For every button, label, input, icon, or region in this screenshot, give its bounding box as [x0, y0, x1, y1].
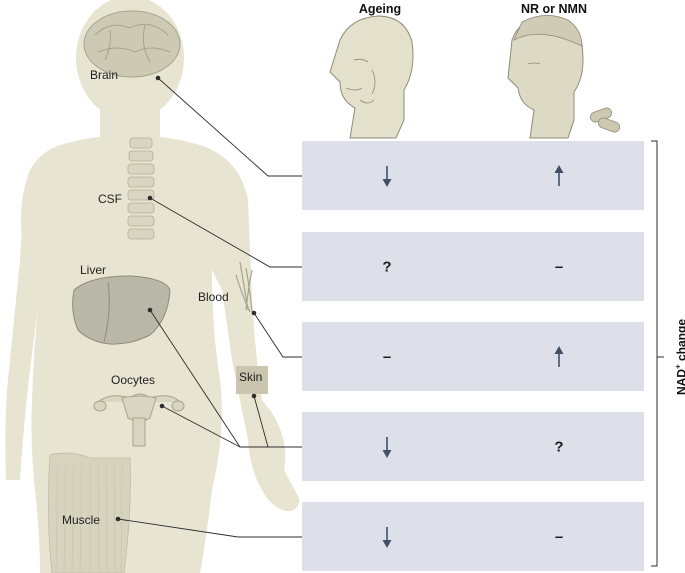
label-brain: Brain	[90, 68, 119, 82]
connector-dots	[115, 75, 257, 522]
label-csf: CSF	[98, 192, 122, 206]
ageing-head-illustration	[329, 15, 414, 139]
pill-icons	[589, 107, 621, 133]
arrow-down-icon	[382, 526, 392, 548]
treatment-head-illustration	[507, 15, 584, 139]
row-muscle: –	[302, 502, 644, 571]
change-text: change	[674, 318, 685, 362]
label-skin: Skin	[239, 370, 263, 384]
header-ageing: Ageing	[358, 2, 402, 16]
arrow-down-icon	[382, 436, 392, 458]
nad-text: NAD	[674, 369, 685, 396]
liver-organ	[72, 275, 171, 345]
brain-organ	[83, 10, 181, 78]
row-csf: ? –	[302, 232, 644, 301]
label-blood: Blood	[198, 290, 229, 304]
connector-lines	[117, 77, 302, 538]
row-liver-skin-oocytes: ?	[302, 412, 644, 481]
header-treatment: NR or NMN	[521, 2, 587, 16]
arrow-down-icon	[382, 165, 392, 187]
no-change-mark: –	[554, 258, 564, 275]
oocytes-organ	[93, 393, 185, 447]
muscle-organ	[48, 452, 131, 573]
nad-superscript: +	[673, 364, 683, 370]
no-change-mark: –	[554, 528, 564, 545]
unknown-mark: ?	[554, 438, 564, 455]
arrow-up-icon	[554, 164, 564, 186]
label-oocytes: Oocytes	[111, 373, 156, 387]
nad-change-label: NAD+ change	[674, 319, 685, 395]
unknown-mark: ?	[382, 258, 392, 275]
muscle-fibres	[55, 461, 123, 573]
arrow-up-icon	[554, 345, 564, 367]
row-brain	[302, 141, 644, 210]
blood-vessels	[235, 261, 253, 313]
no-change-mark: –	[382, 348, 392, 365]
label-liver: Liver	[80, 263, 107, 277]
bracket	[651, 140, 664, 567]
label-muscle: Muscle	[62, 513, 101, 527]
spine-organ	[127, 137, 155, 240]
row-blood: –	[302, 322, 644, 391]
skin-patch	[236, 366, 268, 394]
